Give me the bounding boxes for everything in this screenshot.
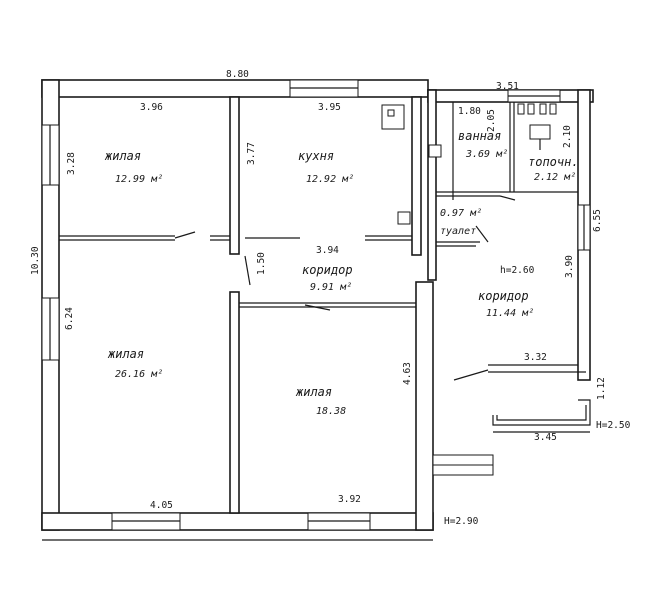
dim-room2-bottom: 4.05 [150,500,173,511]
dim-left-total: 10.30 [30,246,41,275]
dim-room3-height: 4.63 [402,362,413,385]
room-name-living-1: жилая [104,149,141,163]
pipe-symbol [397,211,411,225]
dim-top-annex: 3.51 [496,81,519,92]
room-name-corridor-1: коридор [302,263,353,277]
dim-corridor2-inner: h=2.60 [500,265,535,276]
interior-walls [59,96,578,514]
windows [41,79,591,531]
dim-top-total: 8.80 [226,69,249,80]
room-area-toilet: 0.97 м² [440,208,482,219]
dim-porch-side: 1.12 [596,377,607,400]
porch-outline [492,399,591,426]
dim-room1-height: 3.28 [66,152,77,175]
wall-bottom [41,512,434,531]
room-name-kitchen: кухня [298,149,334,163]
sink-symbol [428,144,442,158]
dim-annex-right-upper: 6.55 [592,209,603,232]
dim-corridor2-bottom: 3.32 [524,352,547,363]
vent-symbol [517,103,525,115]
room-name-living-3: жилая [295,385,332,399]
room-area-corridor-2: 11.44 м² [486,308,534,319]
partition-room2-room3 [229,291,240,514]
room-area-kitchen: 12.92 м² [306,174,354,185]
room-area-living-2: 26.16 м² [115,369,163,380]
partition-room1-kitchen [229,96,240,255]
stove-symbol [381,104,405,130]
door-swing [453,369,489,381]
room-area-living-3: 18.38 [316,406,346,417]
dim-room3-bottom: 3.92 [338,494,361,505]
boiler-symbol [529,124,551,140]
dim-porch-h: H=2.50 [596,420,631,431]
room-area-living-1: 12.99 м² [115,174,163,185]
room-area-bathroom: 3.69 м² [465,149,508,160]
door-swing [304,304,331,311]
wall-right-lower [415,281,434,531]
dim-porch-width: 3.45 [534,432,557,443]
dim-corridor2-height: 3.90 [564,255,575,278]
dim-main-h: H=2.90 [444,516,479,527]
room-name-bathroom: ванная [458,129,501,143]
wall-top-main [41,79,429,98]
door-swing [174,231,196,239]
room-name-living-2: жилая [107,347,144,361]
porch [42,399,591,541]
dim-bath-height: 2.05 [486,109,497,132]
door-swing [244,255,251,286]
dim-room1-width: 3.96 [140,102,163,113]
room-labels: жилая 12.99 м² кухня 12.92 м² ванная 3.6… [104,129,579,417]
room-area-furnace: 2.12 м² [534,172,576,183]
fixtures [245,103,557,239]
dimension-labels: 8.80 3.51 3.96 3.95 1.80 2.05 2.10 10.30… [30,69,631,527]
dim-corridor-width: 3.94 [316,245,339,256]
dim-corridor-height: 1.50 [256,252,267,275]
dim-bath-width: 1.80 [458,106,481,117]
wall-annex-left [427,89,437,281]
dim-furnace-height: 2.10 [562,125,573,148]
room-area-corridor-1: 9.91 м² [310,282,352,293]
dim-room2-height: 6.24 [64,307,75,330]
dim-kitchen-height: 3.77 [246,142,257,165]
door-swing [499,195,516,201]
room-name-toilet: туалет [440,226,476,237]
partition-kitchen-right [411,96,422,256]
room-name-furnace: топочн. [528,155,579,169]
porch-step [432,454,494,466]
door-swing [475,225,489,243]
room-name-corridor-2: коридор [478,289,529,303]
dim-kitchen-width: 3.95 [318,102,341,113]
